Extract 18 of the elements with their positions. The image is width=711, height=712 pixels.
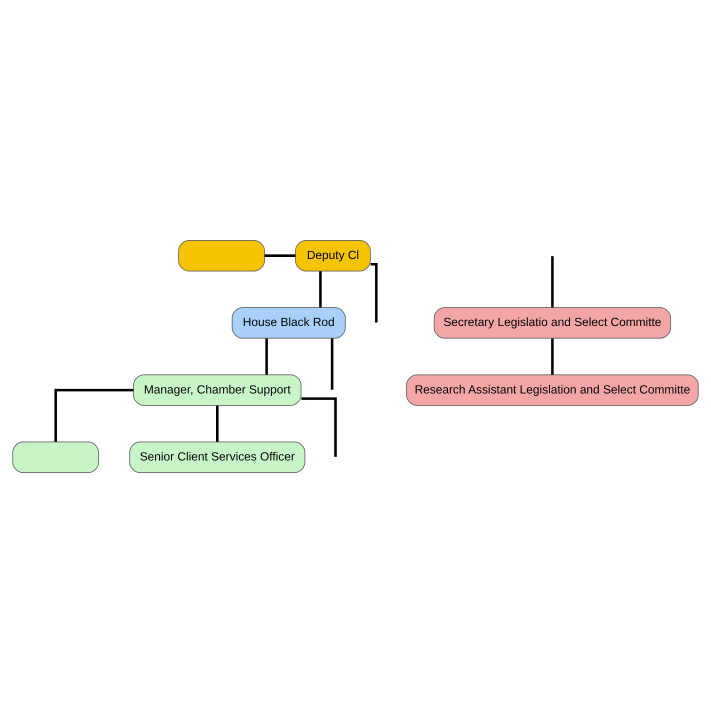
connector — [216, 405, 219, 442]
node-box: Manager, Chamber Support — [133, 374, 302, 406]
connector — [319, 270, 322, 307]
connector — [551, 338, 554, 374]
node-box: Research Assistant Legislation and Select Committe — [406, 374, 699, 406]
connector — [551, 256, 554, 307]
connector — [265, 338, 268, 374]
node-box: House Black Rod — [232, 306, 346, 338]
node-box — [12, 441, 100, 473]
connector — [264, 254, 296, 256]
node-box: Deputy Cl — [295, 239, 371, 271]
connector — [370, 262, 378, 322]
node-box: Senior Client Services Officer — [129, 441, 306, 473]
connector — [301, 396, 337, 456]
node-box: Secretary Legislatio and Select Committe — [434, 306, 672, 338]
node-box — [178, 239, 265, 271]
connector — [54, 388, 134, 442]
connector — [330, 338, 334, 390]
